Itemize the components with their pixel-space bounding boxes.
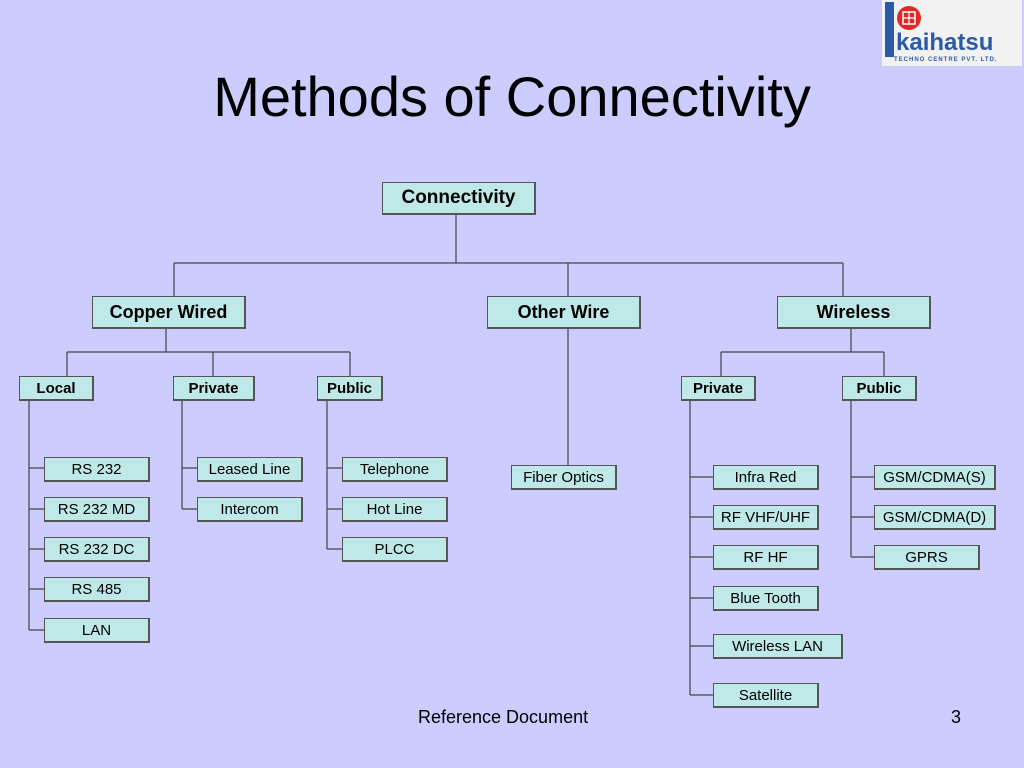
- connector-wireless: [720, 328, 885, 376]
- logo-brand: kaihatsu: [896, 29, 993, 56]
- connector-wireless-public: [850, 400, 874, 558]
- node-rs-232: RS 232: [44, 457, 150, 482]
- node-rs-485: RS 485: [44, 577, 150, 602]
- kaihatsu-logo-icon: kaihatsu TECHNO CENTRE PVT. LTD.: [885, 2, 998, 63]
- footer-text: Reference Document: [418, 707, 589, 727]
- node-copper-private: Private: [173, 376, 255, 401]
- node-satellite: Satellite: [713, 683, 819, 708]
- connector-local: [28, 400, 44, 631]
- node-intercom: Intercom: [197, 497, 303, 522]
- node-hot-line: Hot Line: [342, 497, 448, 522]
- connector-root: [173, 214, 844, 296]
- page-number: 3: [951, 707, 962, 727]
- node-leased-line: Leased Line: [197, 457, 303, 482]
- node-blue-tooth: Blue Tooth: [713, 586, 819, 611]
- node-rf-hf: RF HF: [713, 545, 819, 570]
- node-other-wire: Other Wire: [487, 296, 641, 329]
- connector-copper-public: [326, 400, 342, 550]
- node-infra-red: Infra Red: [713, 465, 819, 490]
- node-rs-232-dc: RS 232 DC: [44, 537, 150, 562]
- slide-title: Methods of Connectivity: [213, 65, 811, 128]
- company-logo: kaihatsu TECHNO CENTRE PVT. LTD.: [882, 0, 1022, 66]
- node-rf-vhf-uhf: RF VHF/UHF: [713, 505, 819, 530]
- node-gsm-cdma-s: GSM/CDMA(S): [874, 465, 996, 490]
- node-lan: LAN: [44, 618, 150, 643]
- node-rs-232-md: RS 232 MD: [44, 497, 150, 522]
- connector-wireless-private: [689, 400, 713, 696]
- node-connectivity: Connectivity: [382, 182, 536, 215]
- node-wireless-public: Public: [842, 376, 917, 401]
- node-fiber-optics: Fiber Optics: [511, 465, 617, 490]
- node-wireless-private: Private: [681, 376, 756, 401]
- connector-copper: [66, 328, 351, 376]
- node-telephone: Telephone: [342, 457, 448, 482]
- node-plcc: PLCC: [342, 537, 448, 562]
- node-gprs: GPRS: [874, 545, 980, 570]
- node-wireless-lan: Wireless LAN: [713, 634, 843, 659]
- node-gsm-cdma-d: GSM/CDMA(D): [874, 505, 996, 530]
- node-wireless: Wireless: [777, 296, 931, 329]
- node-copper-public: Public: [317, 376, 383, 401]
- connector-copper-private: [181, 400, 197, 510]
- node-copper-wired: Copper Wired: [92, 296, 246, 329]
- node-copper-local: Local: [19, 376, 94, 401]
- logo-tagline: TECHNO CENTRE PVT. LTD.: [894, 57, 998, 63]
